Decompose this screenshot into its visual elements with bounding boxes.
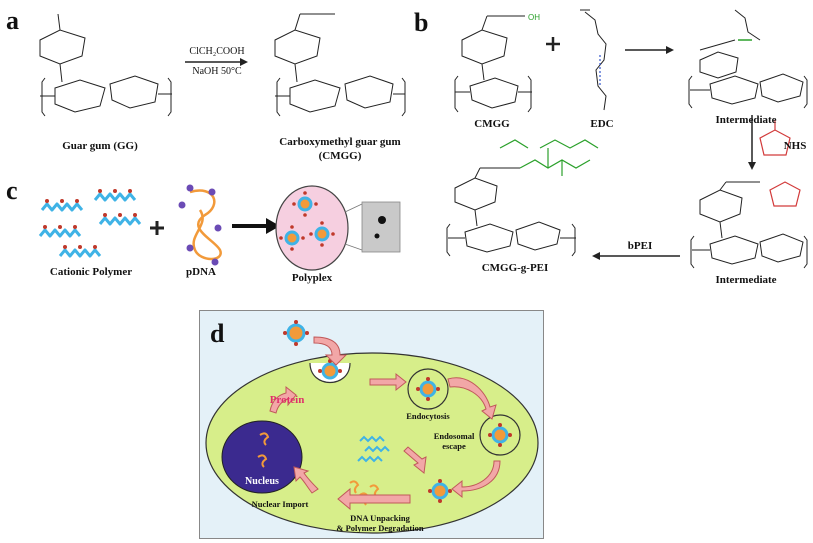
zoom-lines xyxy=(344,203,363,251)
arrow-to-unpack xyxy=(451,460,501,499)
arrow-entry xyxy=(313,336,348,366)
reagent-chloroacetic-acid: ClCH₂COOH xyxy=(189,46,245,57)
panel-c-arrow xyxy=(232,218,280,234)
panel-c-plus xyxy=(150,221,164,235)
cmgg-g-pei-structure xyxy=(446,167,576,257)
polymer-wave xyxy=(93,187,137,202)
guar-gum-label: Guar gum (GG) xyxy=(62,140,138,152)
edc-label: EDC xyxy=(590,118,614,130)
polymer-wave xyxy=(40,197,84,212)
nhs-structure xyxy=(759,120,791,156)
cationic-polymer-label: Cationic Polymer xyxy=(49,266,133,278)
polymer-wave xyxy=(38,223,82,238)
pdna-label: pDNA xyxy=(186,266,216,278)
panel-d-graphics xyxy=(205,320,539,534)
panel-a-arrow xyxy=(185,58,248,66)
unpack-label-line2: & Polymer Degradation xyxy=(336,523,424,533)
nucleus-label: Nucleus xyxy=(245,476,279,487)
intermediate-2-structure xyxy=(690,181,808,269)
arrow-nuclear-import xyxy=(293,466,319,494)
protein-label: Protein xyxy=(269,394,305,406)
pei-branches xyxy=(499,139,599,176)
cationic-polymer-waves xyxy=(38,187,142,258)
intermediate-2-nhs-ring xyxy=(769,181,801,207)
panel-b-plus xyxy=(546,37,560,51)
polymer-wave xyxy=(58,243,102,258)
nhs-label: NHS xyxy=(783,140,807,152)
arrow-to-protein xyxy=(269,385,297,414)
cmgg-label-line1: Carboxymethyl guar gum xyxy=(279,136,401,148)
intermediate-2-label: Intermediate xyxy=(715,274,777,286)
bpei-label: bPEI xyxy=(627,240,653,252)
endosomal-label-line2: escape xyxy=(442,441,466,451)
cmgg-g-pei-label: CMGG-g-PEI xyxy=(481,262,549,274)
panel-b-arrow-down xyxy=(748,115,756,170)
nucleus-dna xyxy=(257,432,270,468)
arrow-to-nuclear-import xyxy=(337,487,411,511)
reagent-naoh: NaOH 50°C xyxy=(192,66,242,77)
endosomal-label-line1: Endosomal xyxy=(433,431,475,441)
panel-b-cmgg-structure xyxy=(454,15,532,113)
pdna-coil xyxy=(178,184,222,266)
panel-b-cmgg-label: CMGG xyxy=(474,118,510,130)
green-oh-label: OH xyxy=(528,13,540,22)
panel-b-letter: b xyxy=(414,8,429,37)
edc-structure xyxy=(580,9,607,111)
arrow-to-endocytosis xyxy=(369,372,407,392)
tem-inset xyxy=(361,201,401,253)
arrow-release xyxy=(403,446,427,474)
endocytosis-label: Endocytosis xyxy=(406,411,450,421)
panel-b-arrow-1 xyxy=(625,46,674,54)
released-polymer xyxy=(357,435,390,463)
unpack-label-line1: DNA Unpacking xyxy=(350,513,410,523)
polyplex-label: Polyplex xyxy=(291,272,333,284)
panel-a-letter: a xyxy=(6,6,19,35)
cmgg-label-line2: (CMGG) xyxy=(318,150,362,162)
arrow-to-escape xyxy=(447,377,497,420)
panel-b-arrow-bpei xyxy=(592,252,680,260)
panel-d: d xyxy=(199,310,544,539)
cmgg-structure xyxy=(274,13,406,117)
process-arrows xyxy=(269,336,501,511)
intermediate-1-structure xyxy=(688,9,808,109)
panel-d-letter: d xyxy=(210,319,225,348)
nucleus xyxy=(221,420,303,494)
nuclear-import-label: Nuclear Import xyxy=(251,499,309,509)
polyplex-particles xyxy=(283,320,512,503)
polyplex-disc xyxy=(275,185,349,271)
intermediate-1-label: Intermediate xyxy=(715,114,777,126)
panel-c-letter: c xyxy=(6,176,18,205)
guar-gum-structure xyxy=(39,13,172,117)
polymer-wave xyxy=(98,211,142,226)
